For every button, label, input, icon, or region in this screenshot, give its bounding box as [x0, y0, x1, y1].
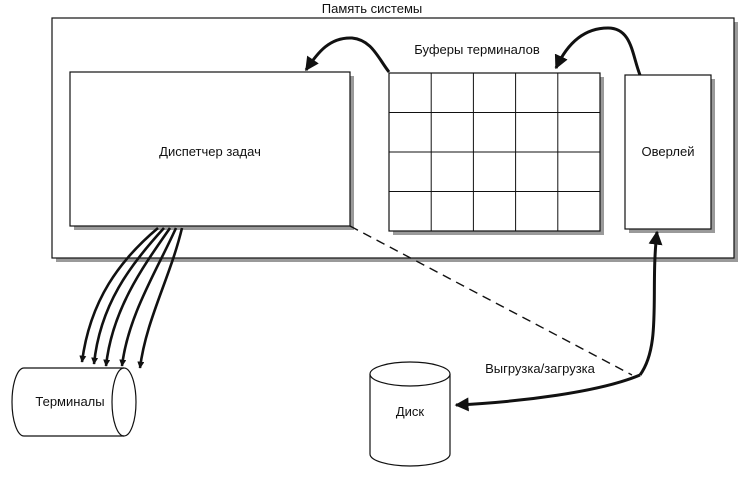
- buffers-to-task-manager-arrow: [304, 36, 391, 73]
- terminals-storage-end: [111, 367, 125, 437]
- terminal-buffers-label: Буферы терминалов: [414, 42, 540, 57]
- terminal-arrow-1: [79, 227, 159, 363]
- terminal-arrow-2: [91, 227, 165, 365]
- system-memory-label: Память системы: [322, 1, 422, 16]
- overlay-swap-arrow: [638, 230, 663, 376]
- overlay-to-buffers-arrow: [554, 26, 642, 76]
- disk-label: Диск: [396, 404, 425, 419]
- overlay-box: [624, 74, 712, 230]
- terminal-arrow-3: [103, 227, 172, 367]
- task-manager-label: Диспетчер задач: [159, 144, 261, 159]
- task-manager-swap-dashed-line: [349, 225, 633, 376]
- overlay-label: Оверлей: [642, 144, 695, 159]
- terminal-arrow-5: [137, 227, 184, 369]
- swap-label: Выгрузка/загрузка: [485, 361, 596, 376]
- disk-top: [369, 361, 451, 387]
- task-manager-box: [69, 71, 351, 227]
- buffers-grid-lines: [389, 73, 600, 231]
- disk-body: [369, 374, 451, 467]
- terminal-arrow-4: [119, 227, 178, 367]
- swap-to-disk-arrow: [454, 373, 641, 412]
- terminals-label: Терминалы: [35, 394, 104, 409]
- task-manager-to-terminals-arrows: [79, 227, 184, 369]
